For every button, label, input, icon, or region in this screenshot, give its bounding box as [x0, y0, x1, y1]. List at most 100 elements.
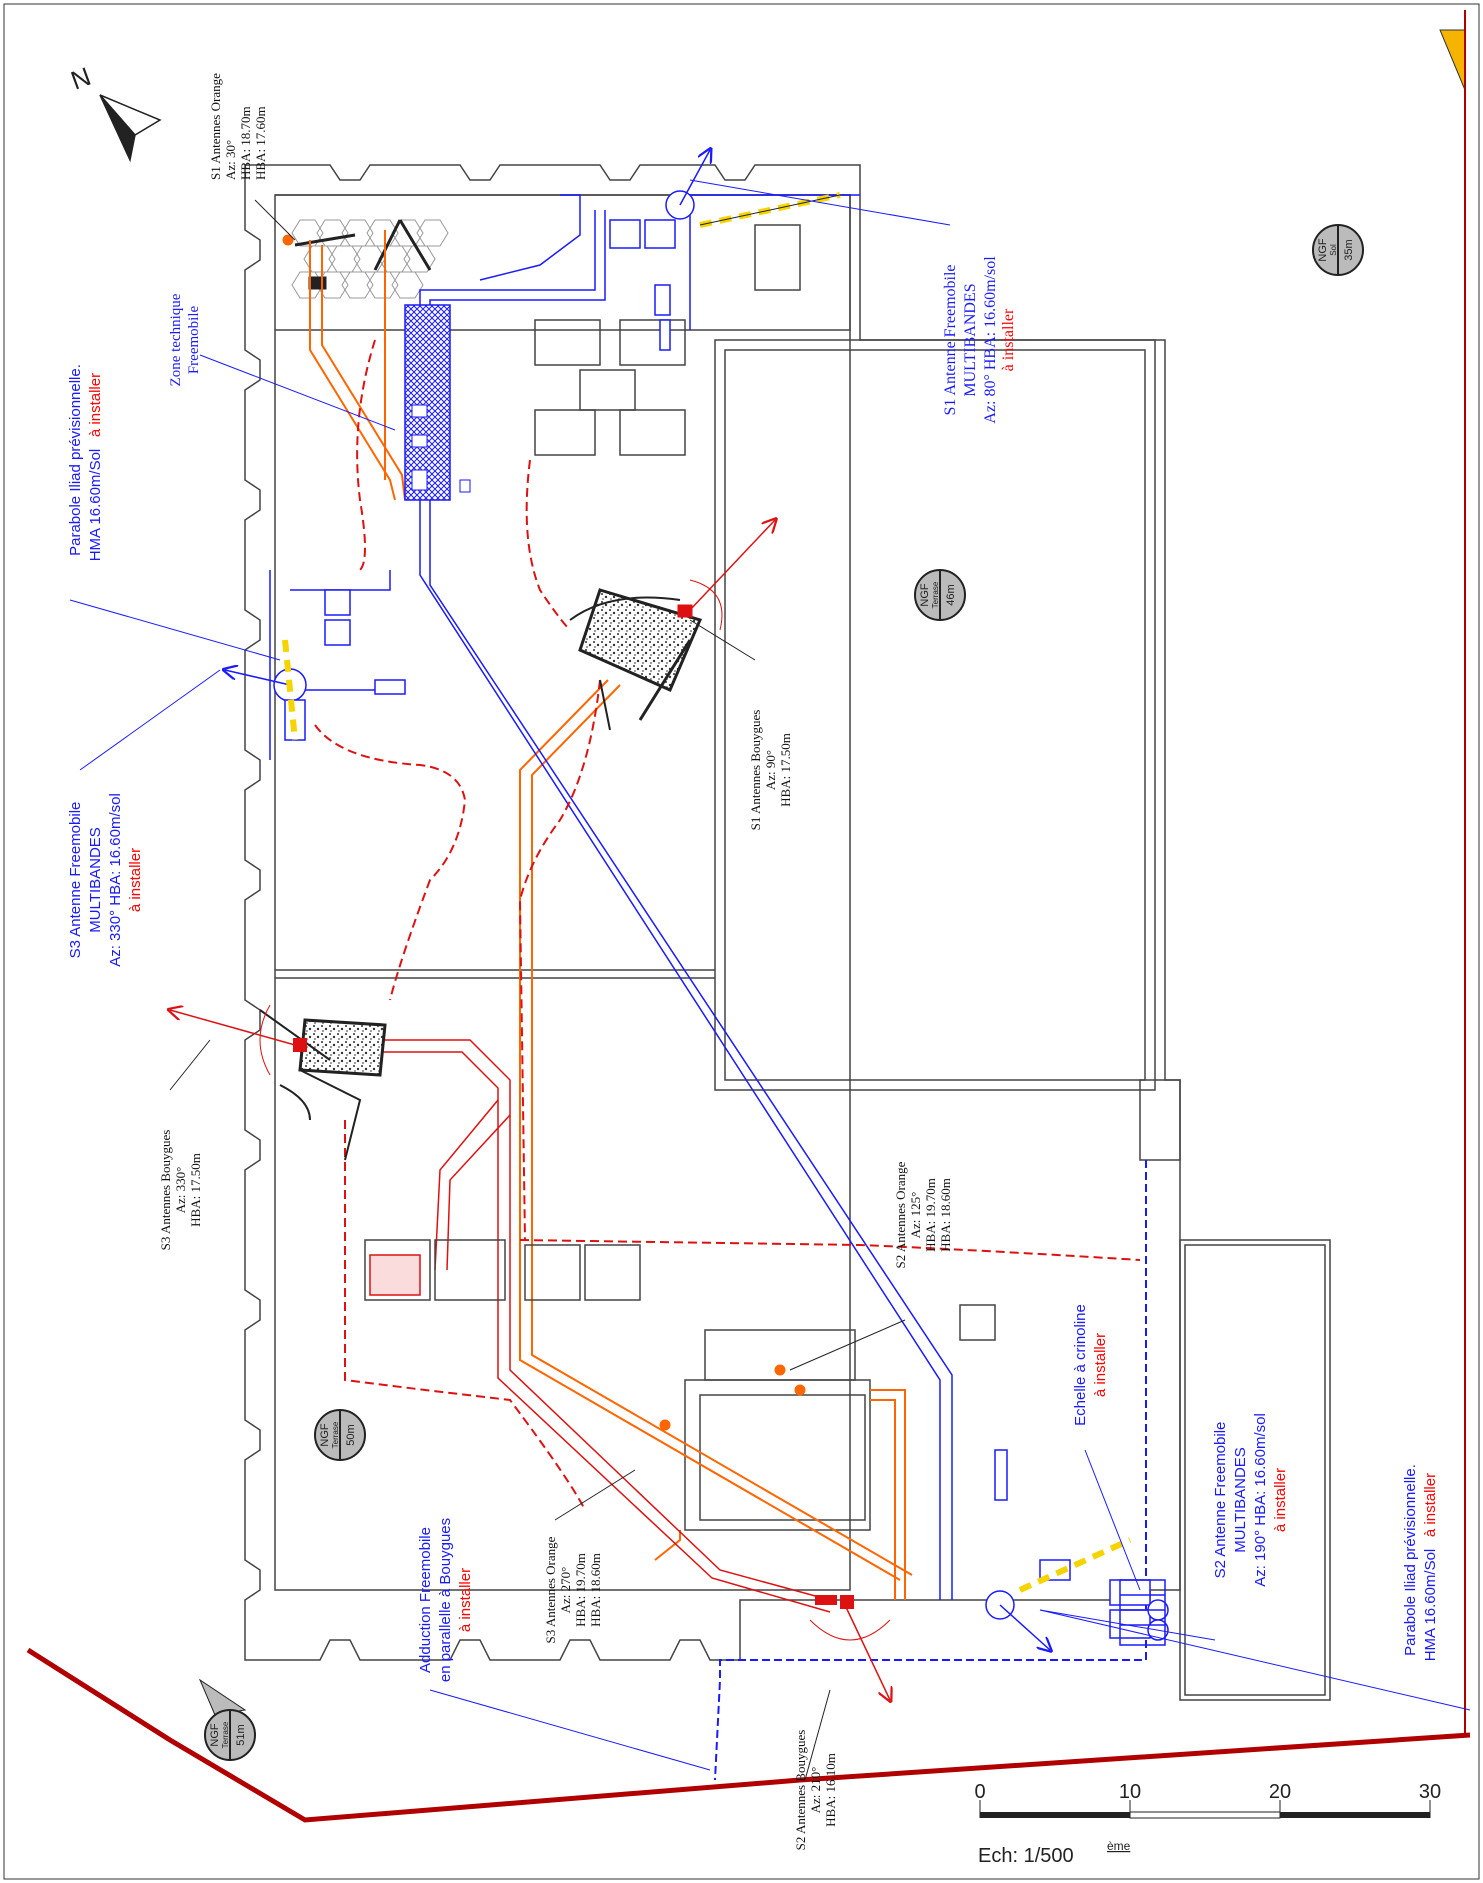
svg-text:Az: 210°: Az: 210°	[808, 1767, 823, 1814]
svg-text:à installer: à installer	[1000, 308, 1017, 371]
svg-text:Adduction Freemobile: Adduction Freemobile	[417, 1527, 434, 1673]
svg-text:Az: 80° HBA: 16.60m/sol: Az: 80° HBA: 16.60m/sol	[982, 256, 999, 424]
label-adduction: Adduction Freemobile en parallelle à Bou…	[417, 1518, 474, 1682]
s1-orange-mast	[294, 219, 432, 290]
ngf-marker-label: NGF	[919, 583, 931, 607]
building-outline	[244, 164, 1331, 1701]
svg-text:Az: 90°: Az: 90°	[763, 750, 778, 790]
ngf-marker-terrasse-46: NGF Terrase 46m	[914, 569, 966, 621]
svg-text:Az: 125°: Az: 125°	[908, 1192, 923, 1239]
svg-text:à installer: à installer	[1272, 1468, 1289, 1532]
svg-text:HBA: 17.50m: HBA: 17.50m	[188, 1153, 203, 1227]
label-s2-orange: S2 Antennes Orange Az: 125° HBA: 19.70m …	[893, 1161, 953, 1268]
label-parabole-bottom: Parabole Iliad prévisionnelle. HMA 16.60…	[1402, 1464, 1439, 1661]
svg-text:Parabole Iliad prévisionnelle.: Parabole Iliad prévisionnelle.	[67, 364, 84, 556]
svg-text:Parabole Iliad prévisionnelle.: Parabole Iliad prévisionnelle.	[1402, 1464, 1419, 1656]
label-s3-freemobile: S3 Antenne Freemobile MULTIBANDES Az: 33…	[67, 793, 144, 967]
ngf-marker-sub: Terrase	[931, 581, 940, 608]
svg-text:à installer: à installer	[127, 848, 144, 912]
bouygues-feeder-dashed	[314, 339, 1141, 1511]
orange-cable-tray	[309, 230, 913, 1600]
north-arrow: N	[67, 61, 162, 163]
bouygues-cable-tray	[300, 1039, 831, 1613]
ngf-marker-sub: Terrase	[331, 1421, 340, 1448]
scale-label: Ech: 1/500	[978, 1845, 1074, 1867]
ngf-marker-terrasse-50: NGF Terrase 50m	[314, 1409, 366, 1461]
svg-text:S1 Antennes Orange: S1 Antennes Orange	[208, 73, 223, 180]
ngf-marker-value: 46m	[945, 584, 957, 605]
zone-technique	[404, 304, 451, 501]
freemobile-adduction-route	[714, 1160, 1147, 1781]
svg-text:Zone technique: Zone technique	[168, 293, 184, 386]
label-s3-bouygues: S3 Antennes Bouygues Az: 330° HBA: 17.50…	[158, 1130, 203, 1251]
svg-text:HBA: 17.50m: HBA: 17.50m	[778, 733, 793, 807]
svg-text:HMA 16.60m/Sol: HMA 16.60m/Sol	[87, 449, 104, 562]
label-parabole-top: Parabole Iliad prévisionnelle. HMA 16.60…	[67, 364, 104, 561]
s1-bouygues-antennas	[569, 520, 775, 731]
label-s1-bouygues: S1 Antennes Bouygues Az: 90° HBA: 17.50m	[748, 710, 793, 831]
svg-text:HBA: 17.60m: HBA: 17.60m	[253, 106, 268, 180]
ngf-marker-label: NGF	[1317, 238, 1329, 262]
svg-text:S1 Antenne Freemobile: S1 Antenne Freemobile	[942, 264, 959, 415]
corner-tab	[1439, 29, 1466, 91]
s2-bouygues-antennas	[809, 1595, 890, 1700]
svg-text:HMA 16.60m/Sol: HMA 16.60m/Sol	[1422, 1549, 1439, 1662]
scale-suffix: ème	[1107, 1839, 1131, 1853]
ngf-marker-value: 35m	[1343, 239, 1355, 260]
svg-text:à installer: à installer	[1092, 1333, 1109, 1397]
scale-tick-0: 0	[974, 1781, 985, 1803]
svg-text:HBA: 16.10m: HBA: 16.10m	[823, 1753, 838, 1827]
svg-text:Echelle à crinoline: Echelle à crinoline	[1072, 1304, 1089, 1426]
svg-text:S1 Antennes Bouygues: S1 Antennes Bouygues	[748, 710, 763, 831]
svg-text:S3 Antennes Bouygues: S3 Antennes Bouygues	[158, 1130, 173, 1251]
label-s1-orange: S1 Antennes Orange Az: 30° HBA: 18.70m H…	[208, 73, 268, 180]
property-boundary	[26, 1647, 1471, 1823]
svg-text:S2 Antennes Bouygues: S2 Antennes Bouygues	[793, 1730, 808, 1851]
bouygues-shelters	[364, 1239, 641, 1301]
north-label: N	[67, 61, 95, 96]
ngf-marker-label: NGF	[319, 1423, 331, 1447]
svg-text:à installer: à installer	[1422, 1473, 1439, 1537]
s1-freemobile-antenna	[609, 150, 710, 351]
ngf-marker-terrasse-51: NGF Terrase 51m	[198, 1678, 256, 1761]
leader-lines	[69, 179, 1471, 1781]
svg-text:HBA: 18.60m: HBA: 18.60m	[938, 1178, 953, 1252]
svg-text:HBA: 18.60m: HBA: 18.60m	[588, 1553, 603, 1627]
scale-tick-20: 20	[1269, 1781, 1291, 1803]
svg-text:S2 Antennes Orange: S2 Antennes Orange	[893, 1161, 908, 1268]
ngf-marker-sub: Sol	[1329, 244, 1338, 256]
hex-cluster	[291, 219, 449, 299]
label-echelle: Echelle à crinoline à installer	[1072, 1304, 1109, 1426]
svg-text:HBA: 19.70m: HBA: 19.70m	[573, 1553, 588, 1627]
s2-freemobile-antenna	[985, 1449, 1169, 1650]
svg-text:Az: 190° HBA: 16.60m/sol: Az: 190° HBA: 16.60m/sol	[1252, 1413, 1269, 1587]
svg-text:HBA: 18.70m: HBA: 18.70m	[238, 106, 253, 180]
svg-text:S2 Antenne Freemobile: S2 Antenne Freemobile	[1212, 1422, 1229, 1579]
svg-text:MULTIBANDES: MULTIBANDES	[87, 827, 104, 933]
svg-text:à installer: à installer	[87, 373, 104, 437]
ngf-marker-sub: Terrase	[221, 1721, 230, 1748]
label-s3-orange: S3 Antennes Orange Az: 270° HBA: 19.70m …	[543, 1536, 603, 1643]
svg-text:Az: 270°: Az: 270°	[558, 1567, 573, 1614]
s3-freemobile-antenna	[225, 589, 406, 741]
svg-text:en parallelle à Bouygues: en parallelle à Bouygues	[437, 1518, 454, 1682]
svg-text:Az: 330° HBA: 16.60m/sol: Az: 330° HBA: 16.60m/sol	[107, 793, 124, 967]
ngf-marker-sol: NGF Sol 35m	[1312, 224, 1364, 276]
svg-text:HBA: 19.70m: HBA: 19.70m	[923, 1178, 938, 1252]
label-zone-technique: Zone technique Freemobile	[168, 293, 202, 386]
label-s2-freemobile: S2 Antenne Freemobile MULTIBANDES Az: 19…	[1212, 1413, 1289, 1587]
scale-tick-30: 30	[1419, 1781, 1441, 1803]
svg-text:S3 Antenne Freemobile: S3 Antenne Freemobile	[67, 802, 84, 959]
ngf-marker-label: NGF	[209, 1723, 221, 1747]
svg-text:Freemobile: Freemobile	[186, 306, 202, 375]
svg-text:Az: 30°: Az: 30°	[223, 140, 238, 180]
scale-bar: 0 10 20 30 Ech: 1/500 ème	[974, 1781, 1441, 1867]
svg-text:à installer: à installer	[457, 1568, 474, 1632]
orange-antenna-markers	[282, 234, 806, 1431]
svg-text:S3 Antennes Orange: S3 Antennes Orange	[543, 1536, 558, 1643]
s3-bouygues-antennas	[170, 1004, 387, 1161]
page-frame	[3, 3, 1480, 1880]
ngf-marker-value: 50m	[345, 1424, 357, 1445]
label-s1-freemobile: S1 Antenne Freemobile MULTIBANDES Az: 80…	[942, 256, 1017, 424]
